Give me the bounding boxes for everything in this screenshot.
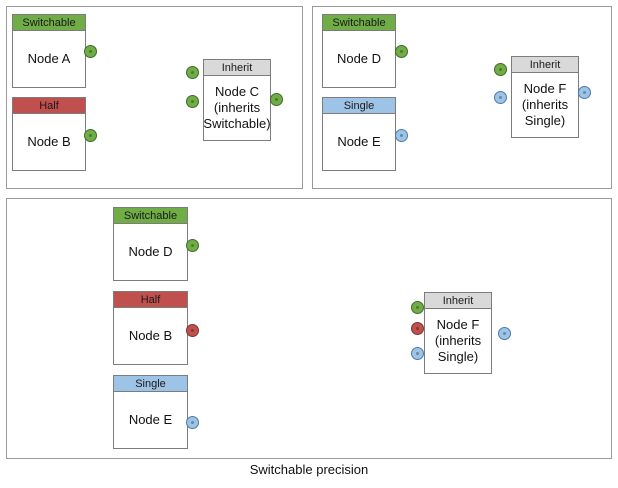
node-a-body: Node A xyxy=(27,51,71,66)
node-d-bottom-header: Switchable xyxy=(114,208,187,224)
node-b-header: Half xyxy=(13,98,85,114)
node-c-body: Node C (inherits Switchable) xyxy=(203,84,271,131)
node-a-header: Switchable xyxy=(13,15,85,31)
node-e-bottom[interactable]: Single Node E xyxy=(113,375,188,449)
port-b-output[interactable] xyxy=(84,129,97,142)
port-e-bottom-output[interactable] xyxy=(186,416,199,429)
node-f-top-header: Inherit xyxy=(512,57,578,73)
node-e-bottom-header: Single xyxy=(114,376,187,392)
node-e-bottom-body: Node E xyxy=(128,412,173,427)
node-d-bottom[interactable]: Switchable Node D xyxy=(113,207,188,281)
node-d[interactable]: Switchable Node D xyxy=(322,14,396,88)
port-f-bottom-input-3[interactable] xyxy=(411,347,424,360)
node-d-body: Node D xyxy=(336,51,382,66)
port-f-bottom-input-1[interactable] xyxy=(411,301,424,314)
port-a-output[interactable] xyxy=(84,45,97,58)
node-e-header: Single xyxy=(323,98,395,114)
port-c-output[interactable] xyxy=(270,93,283,106)
node-f-bottom-body: Node F (inherits Single) xyxy=(434,317,482,364)
port-f-top-input-2[interactable] xyxy=(494,91,507,104)
port-e-output[interactable] xyxy=(395,129,408,142)
node-a[interactable]: Switchable Node A xyxy=(12,14,86,88)
port-d-bottom-output[interactable] xyxy=(186,239,199,252)
node-d-bottom-body: Node D xyxy=(128,244,173,259)
diagram-caption: Switchable precision xyxy=(249,462,369,477)
port-f-top-output[interactable] xyxy=(578,86,591,99)
port-c-input-1[interactable] xyxy=(186,66,199,79)
node-f-bottom[interactable]: Inherit Node F (inherits Single) xyxy=(424,292,492,374)
node-e-body: Node E xyxy=(337,134,381,149)
node-b-bottom-header: Half xyxy=(114,292,187,308)
node-b-bottom-body: Node B xyxy=(128,328,173,343)
node-c-header: Inherit xyxy=(204,60,270,76)
node-e[interactable]: Single Node E xyxy=(322,97,396,171)
node-d-header: Switchable xyxy=(323,15,395,31)
node-f-top[interactable]: Inherit Node F (inherits Single) xyxy=(511,56,579,138)
port-c-input-2[interactable] xyxy=(186,95,199,108)
port-f-top-input-1[interactable] xyxy=(494,63,507,76)
node-f-top-body: Node F (inherits Single) xyxy=(521,81,569,128)
node-b-body: Node B xyxy=(27,134,71,149)
port-f-bottom-output[interactable] xyxy=(498,327,511,340)
port-d-output[interactable] xyxy=(395,45,408,58)
port-b-bottom-output[interactable] xyxy=(186,324,199,337)
node-b-bottom[interactable]: Half Node B xyxy=(113,291,188,365)
node-f-bottom-header: Inherit xyxy=(425,293,491,309)
port-f-bottom-input-2[interactable] xyxy=(411,322,424,335)
node-c[interactable]: Inherit Node C (inherits Switchable) xyxy=(203,59,271,141)
panel-switchable-precision xyxy=(6,198,612,459)
node-b[interactable]: Half Node B xyxy=(12,97,86,171)
